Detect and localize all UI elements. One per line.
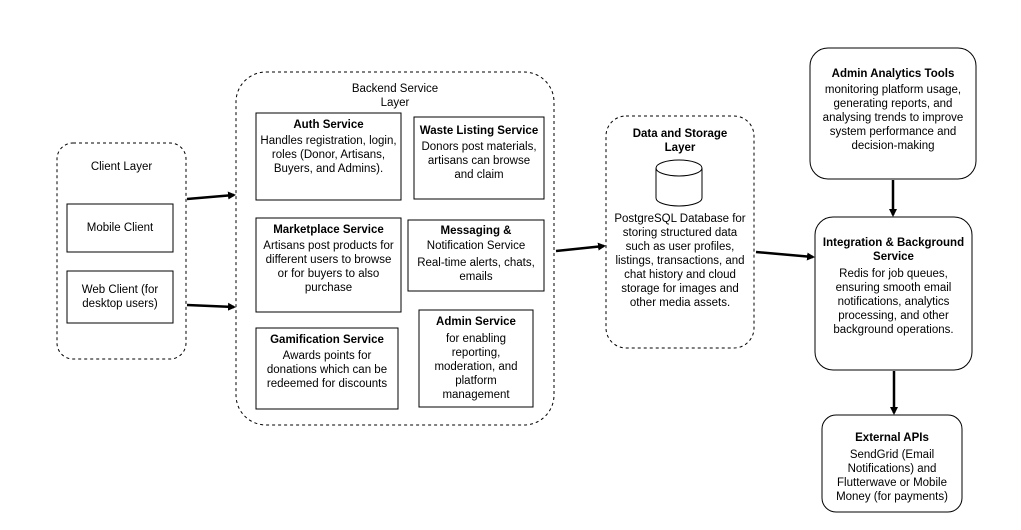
data-storage-title: Data and Storage Layer xyxy=(632,128,728,154)
auth-service-desc: Handles registration, login, roles (Dono… xyxy=(260,135,397,175)
integration-title: Integration & Background Service xyxy=(822,237,965,263)
integration-service-box xyxy=(814,216,973,371)
marketplace-desc: Artisans post products for different use… xyxy=(263,240,394,294)
external-apis-title: External APIs xyxy=(855,432,929,444)
admin-analytics-box xyxy=(809,47,977,180)
messaging-desc: Real-time alerts, chats, emails xyxy=(417,257,535,283)
auth-service-box xyxy=(255,112,402,201)
external-apis-desc: SendGrid (Email Notifications) and Flutt… xyxy=(836,449,948,503)
waste-listing-desc: Donors post materials, artisans can brow… xyxy=(421,141,537,181)
mobile-client-label: Mobile Client xyxy=(86,222,154,234)
arrow-client-to-backend-bottom xyxy=(186,302,236,311)
backend-layer-title: Backend Service Layer xyxy=(351,83,439,109)
web-client-label: Web Client (for desktop users) xyxy=(81,284,159,310)
waste-listing-title: Waste Listing Service xyxy=(419,125,539,137)
database-cylinder-icon xyxy=(655,159,703,207)
data-storage-layer-container xyxy=(605,115,755,349)
external-apis-box xyxy=(821,414,963,513)
admin-analytics-desc: monitoring platform usage, generating re… xyxy=(822,84,964,152)
waste-listing-service-box xyxy=(413,116,545,200)
integration-desc: Redis for job queues, ensuring smooth em… xyxy=(833,268,954,336)
client-layer-container xyxy=(56,142,187,360)
arrow-data-to-integration xyxy=(755,250,815,261)
arrow-backend-to-data xyxy=(555,242,606,253)
admin-service-title: Admin Service xyxy=(436,316,516,328)
web-client-box xyxy=(66,270,174,324)
gamification-title: Gamification Service xyxy=(270,334,384,346)
client-layer-title: Client Layer xyxy=(90,161,153,173)
data-storage-desc: PostgreSQL Database for storing structur… xyxy=(614,213,746,309)
auth-service-title: Auth Service xyxy=(293,119,364,131)
backend-layer-container xyxy=(235,71,555,426)
messaging-title-line2: Notification Service xyxy=(426,240,526,252)
arrow-client-to-backend-top xyxy=(186,191,236,201)
messaging-service-box xyxy=(407,219,545,292)
gamification-desc: Awards points for donations which can be… xyxy=(266,350,388,390)
admin-service-desc: for enabling reporting, moderation, and … xyxy=(434,333,518,401)
admin-service-box xyxy=(418,309,534,408)
marketplace-title: Marketplace Service xyxy=(273,224,384,236)
messaging-title: Messaging & xyxy=(440,225,512,237)
gamification-service-box xyxy=(255,327,399,410)
admin-analytics-title: Admin Analytics Tools xyxy=(831,68,955,80)
marketplace-service-box xyxy=(255,217,402,313)
mobile-client-box xyxy=(66,203,174,253)
